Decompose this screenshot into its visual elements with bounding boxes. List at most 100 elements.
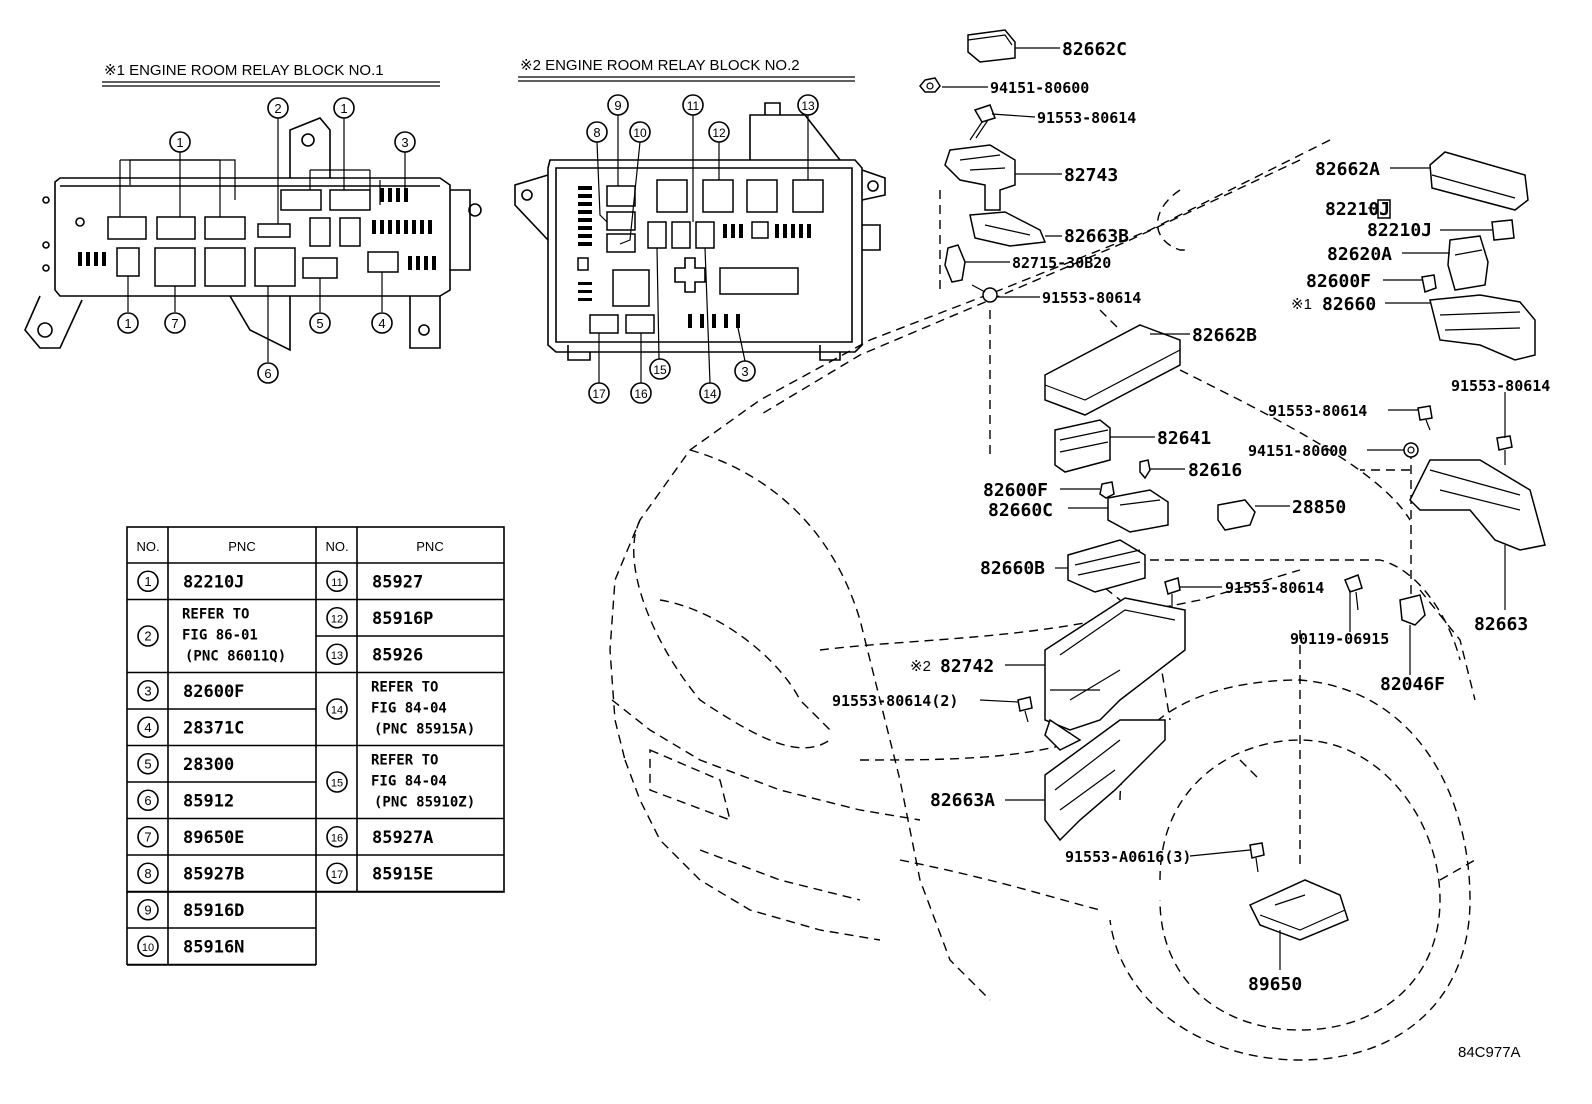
label-90119-06915: 90119-06915 bbox=[1290, 630, 1389, 648]
block1-fuse-strip-a bbox=[78, 188, 436, 270]
svg-text:2: 2 bbox=[274, 101, 281, 116]
svg-text:8: 8 bbox=[593, 125, 600, 140]
label-94151-80600-right: 94151-80600 bbox=[1248, 442, 1347, 460]
block2-callout: 8 bbox=[586, 121, 608, 143]
label-91553-80614-top: 91553-80614 bbox=[1037, 109, 1136, 127]
row-pnc-line: (PNC 85910Z) bbox=[374, 795, 475, 811]
label-82743: 82743 bbox=[1064, 165, 1118, 186]
block1-callout: 5 bbox=[309, 312, 331, 334]
row-number: 16 bbox=[331, 832, 343, 844]
row-pnc: 28371C bbox=[183, 718, 244, 738]
table-header-no-right: NO. bbox=[325, 539, 348, 554]
label-82742-mark: ※2 bbox=[910, 658, 931, 675]
row-pnc: 82210J bbox=[183, 572, 244, 592]
block1-callout: 1 bbox=[333, 97, 355, 119]
row-pnc-line: REFER TO bbox=[371, 753, 438, 769]
row-pnc-line: FIG 84-04 bbox=[371, 701, 447, 717]
row-pnc-line: REFER TO bbox=[371, 680, 438, 696]
table-header-no-left: NO. bbox=[136, 539, 159, 554]
row-number: 12 bbox=[331, 613, 343, 625]
block2-callout: 14 bbox=[699, 382, 721, 404]
row-number: 5 bbox=[144, 756, 151, 771]
label-91553-80614-r1: 91553-80614 bbox=[1451, 377, 1550, 395]
label-82600F-mid: 82600F bbox=[983, 480, 1048, 501]
row-pnc: 85912 bbox=[183, 791, 234, 811]
row-number: 17 bbox=[331, 869, 343, 881]
row-pnc-line: FIG 84-04 bbox=[371, 774, 447, 790]
row-number: 2 bbox=[144, 629, 151, 644]
table-row: 16 85927A bbox=[316, 825, 504, 856]
block1-callout: 1 bbox=[117, 312, 139, 334]
relay-block-1: ※1 ENGINE ROOM RELAY BLOCK NO.1 bbox=[24, 62, 482, 384]
row-number: 7 bbox=[144, 829, 151, 844]
block2-callout: 10 bbox=[629, 121, 651, 143]
row-number: 13 bbox=[331, 650, 343, 662]
row-number: 11 bbox=[331, 577, 342, 589]
svg-text:9: 9 bbox=[614, 98, 621, 113]
svg-text:1: 1 bbox=[176, 135, 183, 150]
label-82715-30B20: 82715-30B20 bbox=[1012, 254, 1111, 272]
row-number: 14 bbox=[331, 705, 343, 717]
block2-callout: 16 bbox=[630, 382, 652, 404]
svg-text:3: 3 bbox=[401, 135, 408, 150]
label-91553-80614-mid: 91553-80614 bbox=[1042, 289, 1141, 307]
svg-text:3: 3 bbox=[741, 364, 748, 379]
block1-title: ※1 ENGINE ROOM RELAY BLOCK NO.1 bbox=[104, 62, 384, 79]
block2-callout: 15 bbox=[649, 358, 671, 380]
svg-text:4: 4 bbox=[378, 316, 385, 331]
svg-text:7: 7 bbox=[171, 316, 178, 331]
figure-code: 84C977A bbox=[1458, 1044, 1521, 1061]
row-pnc: 85916D bbox=[183, 901, 244, 921]
label-82641: 82641 bbox=[1157, 428, 1211, 449]
row-number: 8 bbox=[144, 866, 151, 881]
label-82663: 82663 bbox=[1474, 614, 1528, 635]
label-82210J-a: 82210J bbox=[1325, 199, 1390, 220]
table-header-pnc-right: PNC bbox=[416, 539, 443, 554]
car-body-outline bbox=[609, 139, 1476, 1061]
relay-block-2: ※2 ENGINE ROOM RELAY BLOCK NO.2 bbox=[514, 57, 886, 404]
row-pnc: 85926 bbox=[372, 645, 423, 665]
label-82660B: 82660B bbox=[980, 558, 1045, 579]
block2-fuse-strips bbox=[578, 186, 811, 328]
svg-text:16: 16 bbox=[634, 387, 648, 401]
svg-text:15: 15 bbox=[653, 363, 667, 377]
table-row: 7 89650E bbox=[127, 825, 316, 856]
block2-callout: 11 bbox=[682, 94, 704, 116]
svg-text:1: 1 bbox=[340, 101, 347, 116]
row-pnc: 89650E bbox=[183, 828, 244, 848]
row-number: 4 bbox=[144, 720, 151, 735]
label-82663A: 82663A bbox=[930, 790, 995, 811]
label-91553-80614-lower: 91553-80614 bbox=[1225, 579, 1324, 597]
label-82660-mark: ※1 bbox=[1291, 296, 1312, 313]
table-row: 4 28371C bbox=[127, 716, 316, 747]
row-pnc-line: REFER TO bbox=[182, 607, 249, 623]
row-number: 15 bbox=[331, 778, 343, 790]
leader-lines bbox=[942, 47, 1506, 970]
row-number: 3 bbox=[144, 683, 151, 698]
label-82620A: 82620A bbox=[1327, 244, 1392, 265]
label-91553-A0616-3: 91553-A0616(3) bbox=[1065, 848, 1191, 866]
block1-callout: 2 bbox=[267, 97, 289, 119]
svg-text:14: 14 bbox=[703, 387, 717, 401]
row-pnc: 85927A bbox=[372, 828, 433, 848]
table-row: 15 REFER TO FIG 84-04 (PNC 85910Z) bbox=[316, 753, 504, 820]
block1-callout: 1 bbox=[169, 131, 191, 153]
svg-text:17: 17 bbox=[592, 387, 606, 401]
row-pnc: 28300 bbox=[183, 755, 234, 775]
svg-text:13: 13 bbox=[801, 99, 815, 113]
block2-title: ※2 ENGINE ROOM RELAY BLOCK NO.2 bbox=[520, 57, 800, 74]
label-82662B: 82662B bbox=[1192, 325, 1257, 346]
row-pnc-line: (PNC 85915A) bbox=[374, 722, 475, 738]
block1-callout: 4 bbox=[371, 312, 393, 334]
svg-text:6: 6 bbox=[264, 366, 271, 381]
svg-text:11: 11 bbox=[687, 99, 700, 113]
